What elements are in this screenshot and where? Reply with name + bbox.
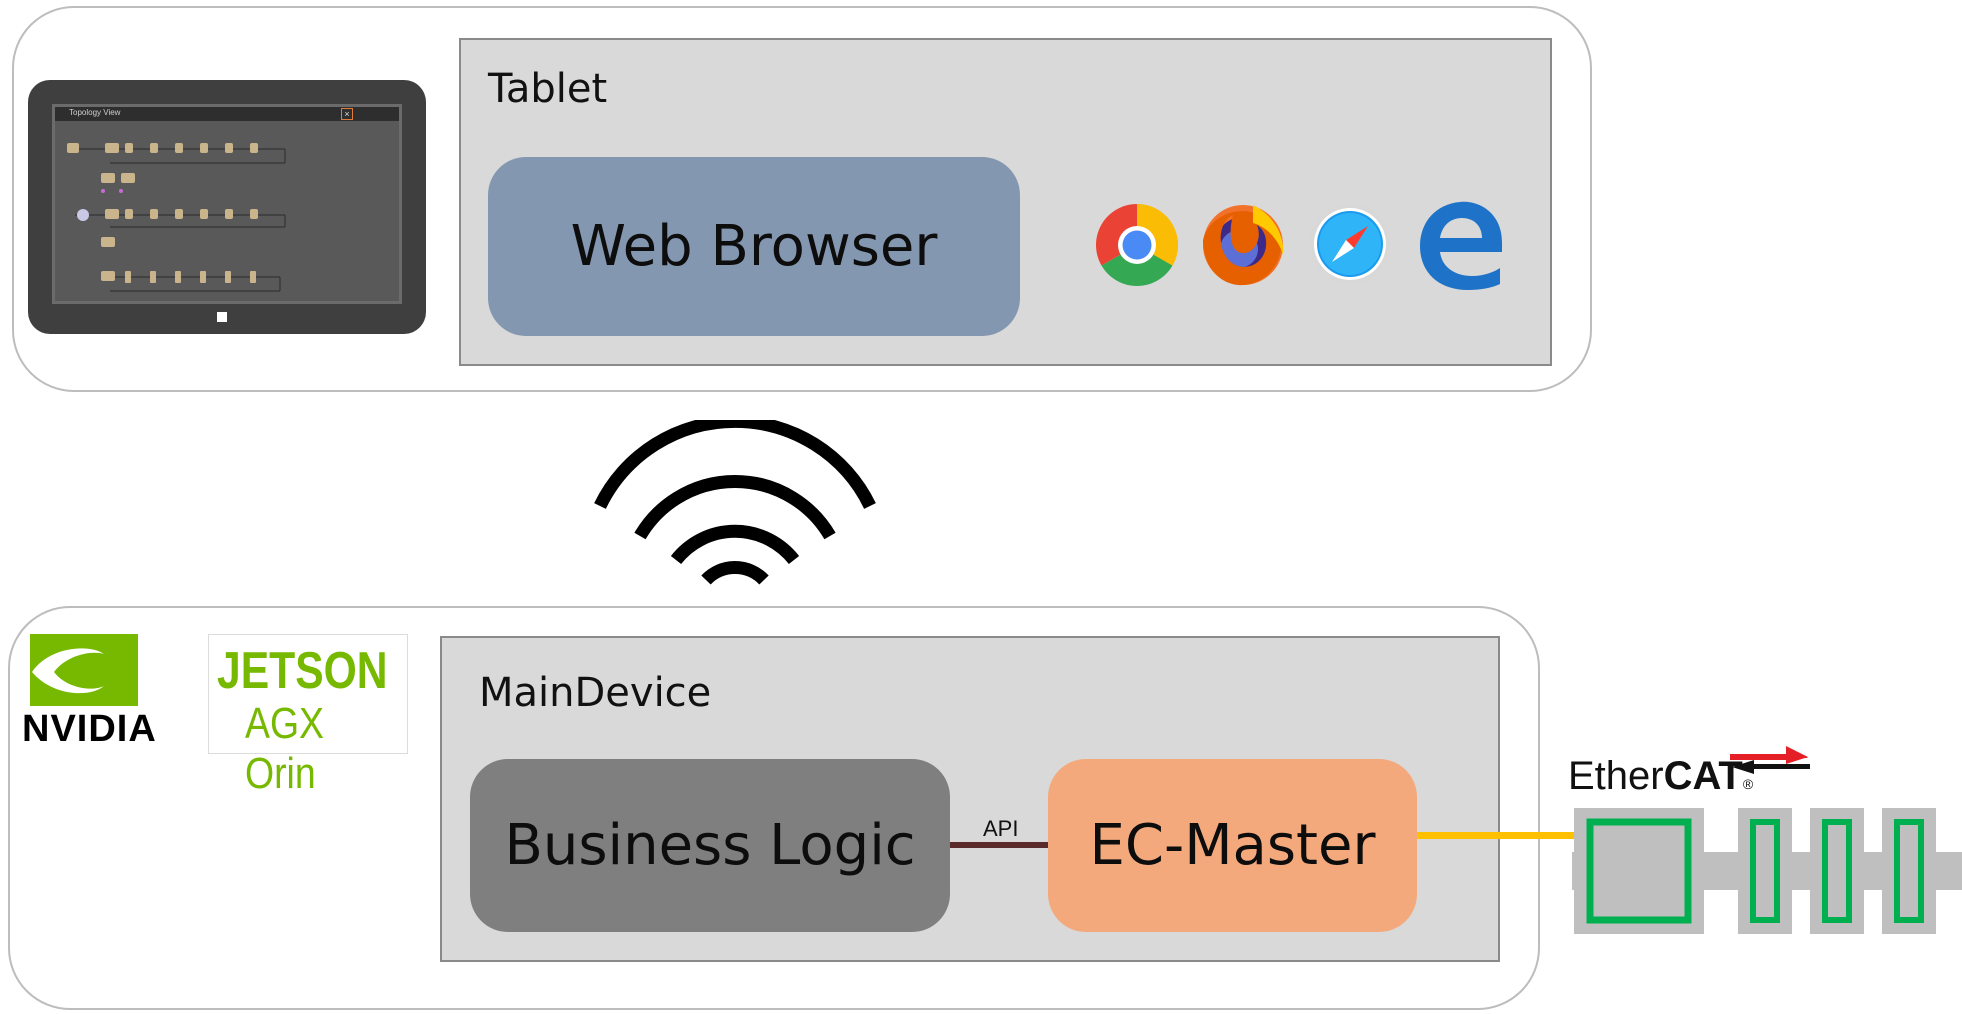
web-browser-box: Web Browser (488, 157, 1020, 336)
screen-title: Topology View (69, 108, 121, 117)
api-label: API (983, 816, 1019, 841)
chrome-icon (1096, 204, 1178, 286)
topology-graph (67, 143, 286, 292)
tablet-screen: Topology View × (52, 104, 402, 304)
ethercat-arrows-icon (1730, 746, 1810, 774)
nvidia-logo-icon (30, 634, 138, 706)
ethercat-device-chain (1572, 808, 1962, 934)
ethercat-logo-mark: ® (1742, 776, 1754, 792)
tablet-device-image: Topology View × (28, 80, 426, 334)
tablet-title: Tablet (488, 66, 608, 112)
jetson-model: AGX Orin (245, 699, 324, 798)
ethercat-line (1417, 832, 1574, 839)
ethercat-logo-suffix: CAT (1663, 754, 1743, 798)
main-device-title: MainDevice (479, 670, 712, 716)
firefox-icon (1203, 205, 1284, 286)
screen-titlebar (55, 107, 399, 121)
wifi-icon (594, 420, 876, 585)
jetson-wordmark: JETSON (217, 642, 388, 700)
ec-master-box: EC-Master (1048, 759, 1417, 932)
screen-close-icon: × (341, 108, 353, 120)
api-connector-line (950, 842, 1048, 848)
edge-icon (1420, 201, 1502, 290)
jetson-logo: JETSON AGX Orin (208, 634, 408, 798)
safari-icon (1310, 204, 1390, 284)
business-logic-box: Business Logic (470, 759, 950, 932)
ethercat-logo-prefix: Ether (1568, 754, 1664, 798)
tablet-home-button (217, 312, 227, 322)
nvidia-wordmark: NVIDIA (22, 708, 157, 750)
ethercat-logo: EtherCAT® (1568, 754, 1808, 804)
